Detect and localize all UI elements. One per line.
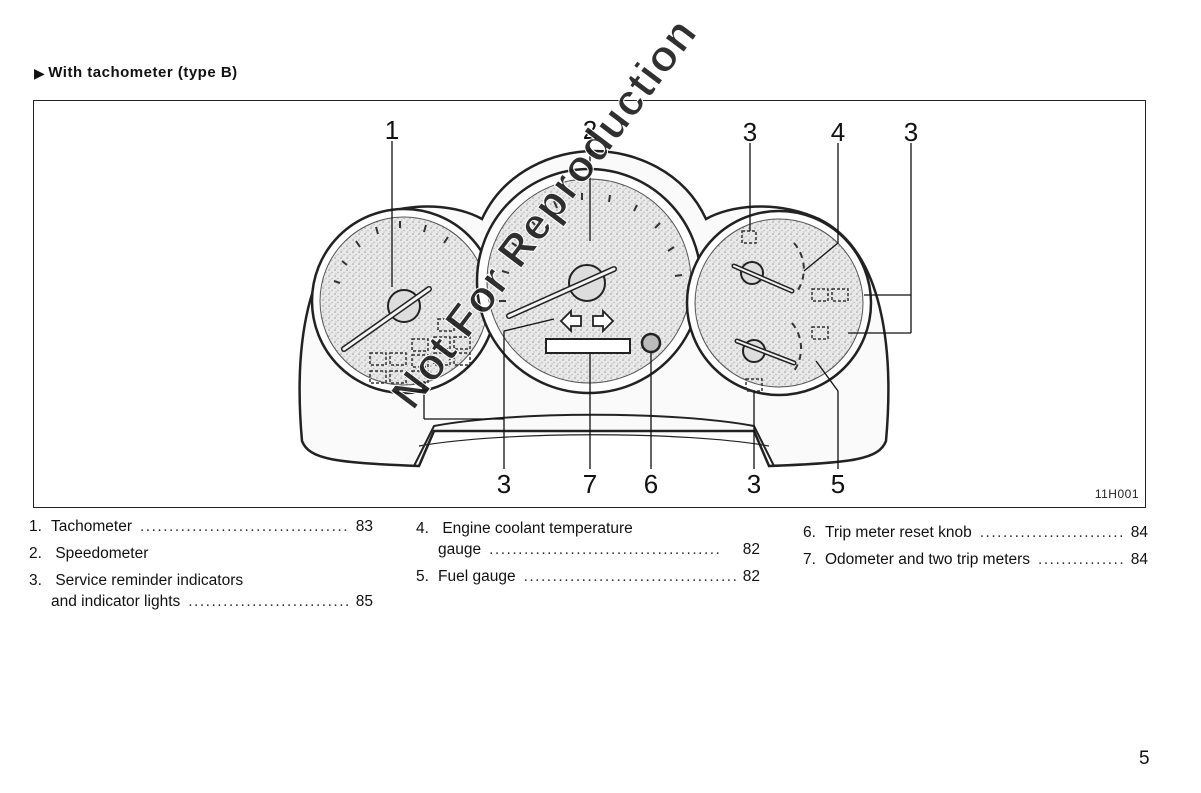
callout-3c: 3 xyxy=(497,469,511,499)
leader-dots: ........................................ xyxy=(979,524,1125,541)
legend-item-tachometer: 1. Tachometer ..........................… xyxy=(29,518,373,536)
callout-7: 7 xyxy=(583,469,597,499)
legend-item-speedometer: 2. Speedometer xyxy=(29,545,148,563)
leader-dots: ........................................ xyxy=(188,593,350,610)
legend-num: 1. xyxy=(29,518,42,535)
legend-page: 82 xyxy=(742,568,760,585)
legend-item-trip-reset: 6. Trip meter reset knob ...............… xyxy=(803,524,1148,542)
section-heading-text: With tachometer (type B) xyxy=(48,64,238,81)
callout-2: 2 xyxy=(583,115,597,145)
section-heading: ▶ With tachometer (type B) xyxy=(34,64,238,81)
leader-lines xyxy=(391,141,912,469)
legend-num: 4. xyxy=(416,520,429,537)
figure-frame: 1 2 3 4 3 3 7 6 3 5 11H001 xyxy=(33,100,1146,508)
leader-dots: ........................................ xyxy=(1038,551,1125,568)
leader-dots: ........................................ xyxy=(489,541,722,558)
odometer-display xyxy=(545,338,631,354)
page-number: 5 xyxy=(1139,748,1150,769)
instrument-cluster-illustration: 1 2 3 4 3 3 7 6 3 5 xyxy=(298,115,918,499)
legend-label: Trip meter reset knob xyxy=(825,524,972,541)
callout-3d: 3 xyxy=(747,469,761,499)
legend-item-service-reminder: 3. Service reminder indicators xyxy=(29,572,243,590)
legend-label: and indicator lights xyxy=(51,593,181,610)
arrow-marker-icon: ▶ xyxy=(34,64,46,81)
legend-label: Service reminder indicators xyxy=(55,572,244,589)
legend-label: Engine coolant temperature xyxy=(442,520,633,537)
legend-label: Tachometer xyxy=(51,518,132,535)
figure-code: 11H001 xyxy=(1094,487,1139,501)
callout-4: 4 xyxy=(831,117,845,147)
legend-page: 83 xyxy=(355,518,373,535)
legend-item-coolant-temp: 4. Engine coolant temperature xyxy=(416,520,633,538)
legend-num: 6. xyxy=(803,524,816,541)
legend-label: gauge xyxy=(438,541,482,558)
tachometer-gauge xyxy=(310,207,498,395)
speedometer-gauge xyxy=(475,167,703,395)
legend-num: 7. xyxy=(803,551,816,568)
legend-item-service-reminder-cont: and indicator lights ...................… xyxy=(51,593,373,611)
legend-item-coolant-temp-cont: gauge ..................................… xyxy=(438,541,760,559)
legend-num: 2. xyxy=(29,545,42,562)
legend-num: 3. xyxy=(29,572,42,589)
legend-item-fuel-gauge: 5. Fuel gauge ..........................… xyxy=(416,568,760,586)
callout-5: 5 xyxy=(831,469,845,499)
callouts-top: 1 2 3 4 3 xyxy=(385,115,918,147)
legend-num: 5. xyxy=(416,568,429,585)
legend-item-odometer: 7. Odometer and two trip meters ........… xyxy=(803,551,1148,569)
callouts-bottom: 3 7 6 3 5 xyxy=(497,469,845,499)
leader-dots: ........................................ xyxy=(139,518,350,535)
legend-page: 84 xyxy=(1130,524,1148,541)
callout-3a: 3 xyxy=(743,117,757,147)
legend-page: 85 xyxy=(355,593,373,610)
turn-signal-arrows-icon xyxy=(559,308,615,334)
callout-3b: 3 xyxy=(904,117,918,147)
trip-reset-knob-icon xyxy=(640,332,662,354)
legend-page: 84 xyxy=(1130,551,1148,568)
callout-6: 6 xyxy=(644,469,658,499)
legend-label: Odometer and two trip meters xyxy=(825,551,1031,568)
leader-dots: ........................................ xyxy=(523,568,737,585)
temp-fuel-gauge xyxy=(685,209,873,397)
legend-label: Speedometer xyxy=(55,545,149,562)
callout-1: 1 xyxy=(385,115,399,145)
legend-page: 82 xyxy=(742,541,760,558)
legend-label: Fuel gauge xyxy=(438,568,516,585)
